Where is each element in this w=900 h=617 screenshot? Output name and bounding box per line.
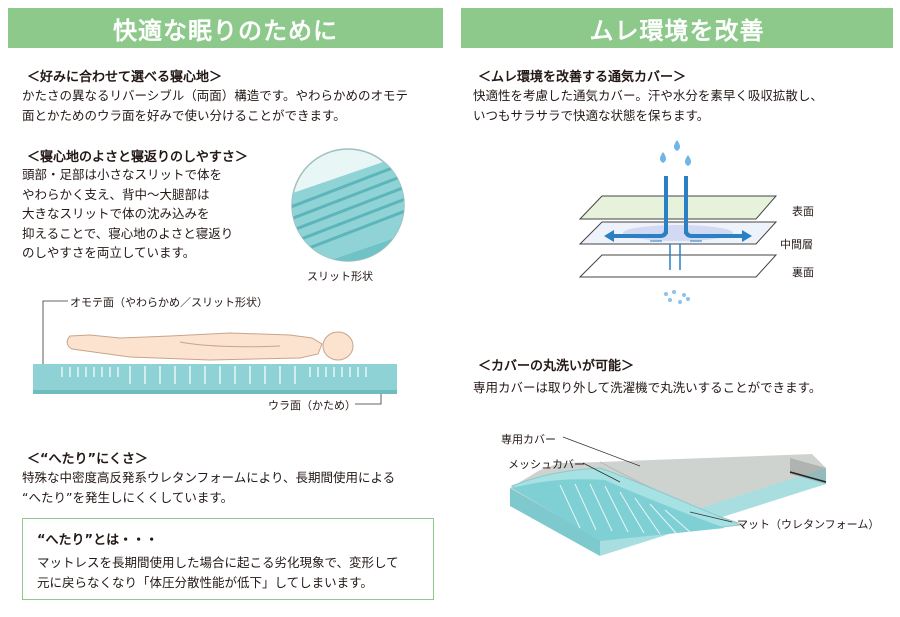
text-line: 大きなスリットで体の沈み込みを xyxy=(22,206,210,221)
text-line: 快適性を考慮した通気カバー。汗や水分を素早く吸収拡散し、 xyxy=(473,88,823,103)
layer-label-top: 表面 xyxy=(792,205,814,218)
text-line: のしやすさを両立しています。 xyxy=(22,245,196,260)
mesh-cover-label: メッシュカバー xyxy=(508,458,585,471)
ventilation-heading: ＜ムレ環境を改善する通気カバー＞ xyxy=(478,70,687,85)
sagging-definition-text: マットレスを長期間使用した場合に起こる劣化現象で、変形して 元に戻らなくなり「体… xyxy=(37,553,399,592)
slit-shape-illustration xyxy=(291,148,405,262)
text-line: 特殊な中密度高反発系ウレタンフォームにより、長期間使用による xyxy=(22,470,396,485)
text-line: 面とかためのウラ面を好みで使い分けることができます。 xyxy=(22,107,346,123)
text-line: かたさの異なるリバーシブル（両面）構造です。やわらかめのオモテ xyxy=(22,88,409,103)
text-line: 頭部・足部は小さなスリットで体を xyxy=(22,167,223,182)
top-surface-label: オモテ面（やわらかめ／スリット形状） xyxy=(70,296,268,309)
durability-text: 特殊な中密度高反発系ウレタンフォームにより、長期間使用による “へたり”を発生し… xyxy=(22,468,395,507)
comfort-choice-heading: ＜好みに合わせて選べる寝心地＞ xyxy=(27,70,223,85)
text-line: いつもサラサラで快適な状態を保ちます。 xyxy=(473,107,710,123)
layer-label-middle: 中間層 xyxy=(780,238,813,251)
left-section-banner: 快適な眠りのために xyxy=(8,8,443,48)
foam-slit-lines xyxy=(559,483,691,535)
water-drop-icons xyxy=(660,140,691,166)
droplet-icons xyxy=(664,290,690,304)
mattress-foam-label: マット（ウレタンフォーム） xyxy=(737,518,880,531)
slit-shape-caption: スリット形状 xyxy=(307,270,373,283)
text-line: 専用カバーは取り外して洗濯機で丸洗いすることができます。 xyxy=(473,380,822,395)
text-line: マットレスを長期間使用した場合に起こる劣化現象で、変形して xyxy=(37,555,399,570)
sleep-quality-heading: ＜寝心地のよさと寝返りのしやすさ＞ xyxy=(27,150,248,165)
washable-heading: ＜カバーの丸洗いが可能＞ xyxy=(478,359,635,374)
washable-text: 専用カバーは取り外して洗濯機で丸洗いすることができます。 xyxy=(473,378,821,398)
bottom-surface-label: ウラ面（かため） xyxy=(268,399,356,412)
durability-heading: ＜“へたり”にくさ＞ xyxy=(27,452,148,467)
cover-label: 専用カバー xyxy=(501,433,556,446)
comfort-choice-text: かたさの異なるリバーシブル（両面）構造です。やわらかめのオモテ 面とかためのウラ… xyxy=(22,86,408,125)
text-line: 元に戻らなくなり「体圧分散性能が低下」してしまいます。 xyxy=(37,574,373,590)
slit-lines xyxy=(61,366,367,384)
ventilation-text: 快適性を考慮した通気カバー。汗や水分を素早く吸収拡散し、 いつもサラサラで快適な… xyxy=(473,86,823,125)
sagging-definition-box: “へたり”とは・・・ マットレスを長期間使用した場合に起こる劣化現象で、変形して… xyxy=(22,518,434,600)
text-line: “へたり”を発生しにくくしています。 xyxy=(22,489,234,505)
text-line: 抑えることで、寝心地のよさと寝返り xyxy=(22,225,234,241)
sagging-definition-title: “へたり”とは・・・ xyxy=(37,533,159,548)
sleep-quality-text: 頭部・足部は小さなスリットで体を やわらかく支え、背中～大腿部は 大きなスリット… xyxy=(22,165,233,263)
layer-label-bottom: 裏面 xyxy=(792,266,814,279)
text-line: やわらかく支え、背中～大腿部は xyxy=(22,186,210,202)
right-section-banner: ムレ環境を改善 xyxy=(461,8,893,48)
person-figure xyxy=(66,331,354,361)
